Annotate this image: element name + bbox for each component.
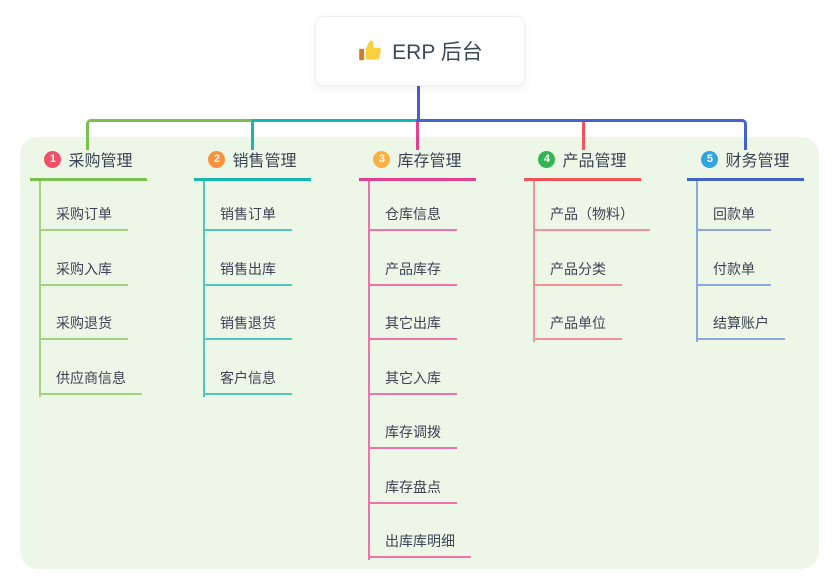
branch-label: 库存管理 [397,153,462,170]
branches-panel [20,137,819,569]
branch-children-connector [368,178,370,560]
child-node[interactable]: 产品分类 [533,261,622,286]
child-node[interactable]: 采购退货 [39,315,128,340]
child-node[interactable]: 销售出库 [203,261,292,286]
child-node[interactable]: 库存调拨 [368,424,457,449]
branch-node[interactable]: 4 产品管理 [524,147,641,181]
child-node[interactable]: 采购入库 [39,261,128,286]
branch-number-badge: 4 [538,150,556,168]
branch-label: 销售管理 [232,153,297,170]
child-node[interactable]: 销售订单 [203,206,292,231]
branch-2-bus-connector [251,119,418,150]
branch-children-connector [533,178,535,342]
branch-node[interactable]: 3 库存管理 [359,147,476,181]
child-node[interactable]: 采购订单 [39,206,128,231]
branch-number-badge: 3 [373,150,391,168]
child-node[interactable]: 付款单 [696,261,771,286]
root-stem-connector [417,84,420,122]
branch-3-drop-connector [416,122,419,150]
child-node[interactable]: 结算账户 [696,315,785,340]
branch-5-bus-connector [416,119,747,150]
branch-children-connector [696,178,698,342]
branch-label: 产品管理 [562,153,627,170]
child-node[interactable]: 销售退货 [203,315,292,340]
child-node[interactable]: 其它入库 [368,370,457,395]
root-node[interactable]: ERP 后台 [315,16,525,86]
branch-number-badge: 2 [208,150,226,168]
branch-number-badge: 5 [701,150,719,168]
child-node[interactable]: 库存盘点 [368,479,457,504]
branch-node[interactable]: 5 财务管理 [687,147,804,181]
branch-children-connector [39,178,41,397]
branch-children-connector [203,178,205,397]
branch-number-badge: 1 [44,150,62,168]
branch-node[interactable]: 1 采购管理 [30,147,147,181]
branch-4-drop-connector [582,122,585,150]
thumbs-up-icon [359,40,382,61]
child-node[interactable]: 产品单位 [533,315,622,340]
branch-label: 采购管理 [68,153,133,170]
branch-1-bus-connector [86,119,253,150]
child-node[interactable]: 仓库信息 [368,206,457,231]
child-node[interactable]: 供应商信息 [39,370,142,395]
root-label: ERP 后台 [392,41,483,64]
child-node[interactable]: 回款单 [696,206,771,231]
child-node[interactable]: 产品（物料） [533,206,650,231]
child-node[interactable]: 其它出库 [368,315,457,340]
child-node[interactable]: 出库库明细 [368,533,471,558]
child-node[interactable]: 客户信息 [203,370,292,395]
branch-label: 财务管理 [725,153,790,170]
child-node[interactable]: 产品库存 [368,261,457,286]
branch-node[interactable]: 2 销售管理 [194,147,311,181]
